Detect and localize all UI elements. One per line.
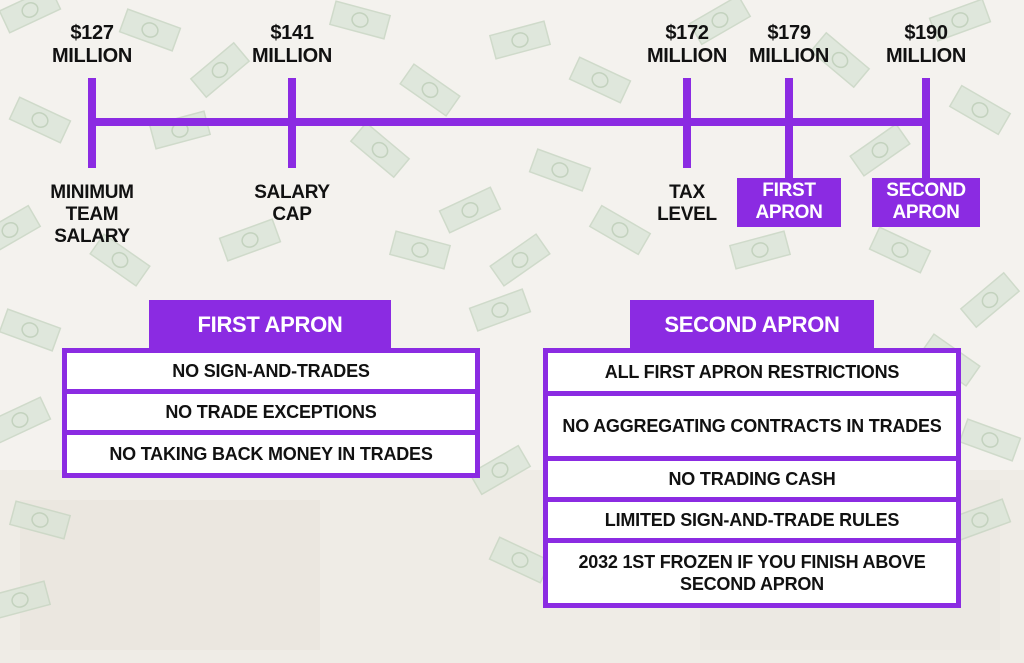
dollar-bill-icon	[328, 0, 392, 40]
amount-tax-level: $172 MILLION	[617, 22, 757, 68]
rule-text: NO TRADING CASH	[668, 469, 836, 489]
label-line: TEAM	[65, 204, 119, 225]
dollar-bills-decoration	[0, 0, 1022, 620]
amount-unit: MILLION	[251, 45, 333, 67]
dollar-bill-icon	[928, 0, 992, 42]
label-line: SECOND	[886, 180, 966, 201]
dollar-bill-icon	[0, 308, 62, 352]
amount-value: $141	[270, 22, 314, 44]
dollar-bill-icon	[809, 31, 871, 89]
label-line: LEVEL	[657, 204, 717, 225]
dollar-bill-icon	[489, 233, 551, 287]
dollar-bill-icon	[958, 418, 1022, 462]
dollar-bill-icon	[959, 271, 1021, 329]
dollar-bill-icon	[0, 580, 52, 620]
label-line: CAP	[272, 204, 312, 225]
rule-text: NO TRADE EXCEPTIONS	[165, 402, 377, 422]
second-apron-rules: ALL FIRST APRON RESTRICTIONS NO AGGREGAT…	[543, 348, 961, 608]
label-line: APRON	[755, 202, 823, 223]
rule-text: NO TAKING BACK MONEY IN TRADES	[109, 444, 433, 464]
label-tax-level: TAX LEVEL	[617, 182, 757, 226]
amount-salary-cap: $141 MILLION	[222, 22, 362, 68]
rule-row: ALL FIRST APRON RESTRICTIONS	[548, 353, 956, 391]
amount-value: $127	[70, 22, 114, 44]
amount-unit: MILLION	[51, 45, 133, 67]
label-line: MINIMUM	[50, 182, 134, 203]
label-line: SALARY	[54, 226, 130, 247]
dollar-bill-icon	[8, 96, 72, 144]
dollar-bill-icon	[568, 56, 632, 104]
timeline-ticks	[88, 78, 930, 180]
rule-row: NO TRADE EXCEPTIONS	[67, 394, 475, 430]
label-minimum-team-salary: MINIMUM TEAM SALARY	[22, 182, 162, 248]
amount-value: $190	[904, 22, 948, 44]
amount-second-apron: $190 MILLION	[856, 22, 996, 68]
rule-text: NO SIGN-AND-TRADES	[172, 361, 370, 381]
amount-unit: MILLION	[646, 45, 728, 67]
dollar-bill-icon	[488, 20, 552, 60]
rule-row: LIMITED SIGN-AND-TRADE RULES	[548, 502, 956, 538]
dollar-bill-icon	[728, 230, 792, 270]
rule-text: 2032 1ST FROZEN IF YOU FINISH ABOVE SECO…	[578, 552, 926, 594]
dollar-bill-icon	[868, 226, 932, 274]
label-line: SALARY	[254, 182, 330, 203]
dollar-bill-icon	[0, 396, 52, 444]
dollar-bill-icon	[588, 204, 652, 256]
rule-text: NO AGGREGATING CONTRACTS IN TRADES	[562, 416, 942, 436]
rule-text: LIMITED SIGN-AND-TRADE RULES	[604, 510, 900, 530]
dollar-bill-icon	[849, 123, 911, 177]
rule-row: NO TAKING BACK MONEY IN TRADES	[67, 435, 475, 473]
dollar-bill-icon	[388, 230, 452, 270]
second-apron-title: SECOND APRON	[630, 300, 874, 352]
amount-minimum: $127 MILLION	[22, 22, 162, 68]
label-second-apron: SECOND APRON	[872, 178, 980, 227]
first-apron-title: FIRST APRON	[149, 300, 391, 352]
amount-value: $179	[767, 22, 811, 44]
rule-row: NO AGGREGATING CONTRACTS IN TRADES	[548, 396, 956, 456]
first-apron-rules: NO SIGN-AND-TRADES NO TRADE EXCEPTIONS N…	[62, 348, 480, 478]
amount-unit: MILLION	[885, 45, 967, 67]
rule-row: 2032 1ST FROZEN IF YOU FINISH ABOVE SECO…	[548, 543, 956, 603]
dollar-bill-icon	[688, 0, 752, 46]
dollar-bill-icon	[0, 204, 42, 256]
dollar-bill-icon	[118, 8, 182, 52]
dollar-bill-icon	[948, 84, 1012, 136]
dollar-bill-icon	[349, 121, 411, 179]
timeline-graphic	[88, 78, 930, 180]
dollar-bill-icon	[89, 233, 151, 287]
rule-row: NO SIGN-AND-TRADES	[67, 353, 475, 389]
amount-value: $172	[665, 22, 709, 44]
label-salary-cap: SALARY CAP	[222, 182, 362, 226]
amount-first-apron: $179 MILLION	[719, 22, 859, 68]
dollar-bill-icon	[189, 41, 251, 99]
dollar-bill-icon	[218, 218, 282, 262]
rule-row: NO TRADING CASH	[548, 461, 956, 497]
rule-text: ALL FIRST APRON RESTRICTIONS	[604, 362, 900, 382]
label-line: APRON	[892, 202, 960, 223]
dollar-bill-icon	[468, 288, 532, 332]
label-line: TAX	[669, 182, 705, 203]
salary-timeline: $127 MILLION $141 MILLION $172 MILLION $…	[0, 0, 1024, 280]
dollar-bill-icon	[438, 186, 502, 234]
dollar-bill-icon	[528, 148, 592, 192]
dollar-bill-icon	[8, 500, 72, 540]
dollar-bill-icon	[0, 0, 62, 34]
label-first-apron: FIRST APRON	[737, 178, 841, 227]
dollar-bill-icon	[399, 63, 461, 117]
dollar-bill-icon	[468, 444, 532, 496]
amount-unit: MILLION	[748, 45, 830, 67]
label-line: FIRST	[762, 180, 816, 201]
